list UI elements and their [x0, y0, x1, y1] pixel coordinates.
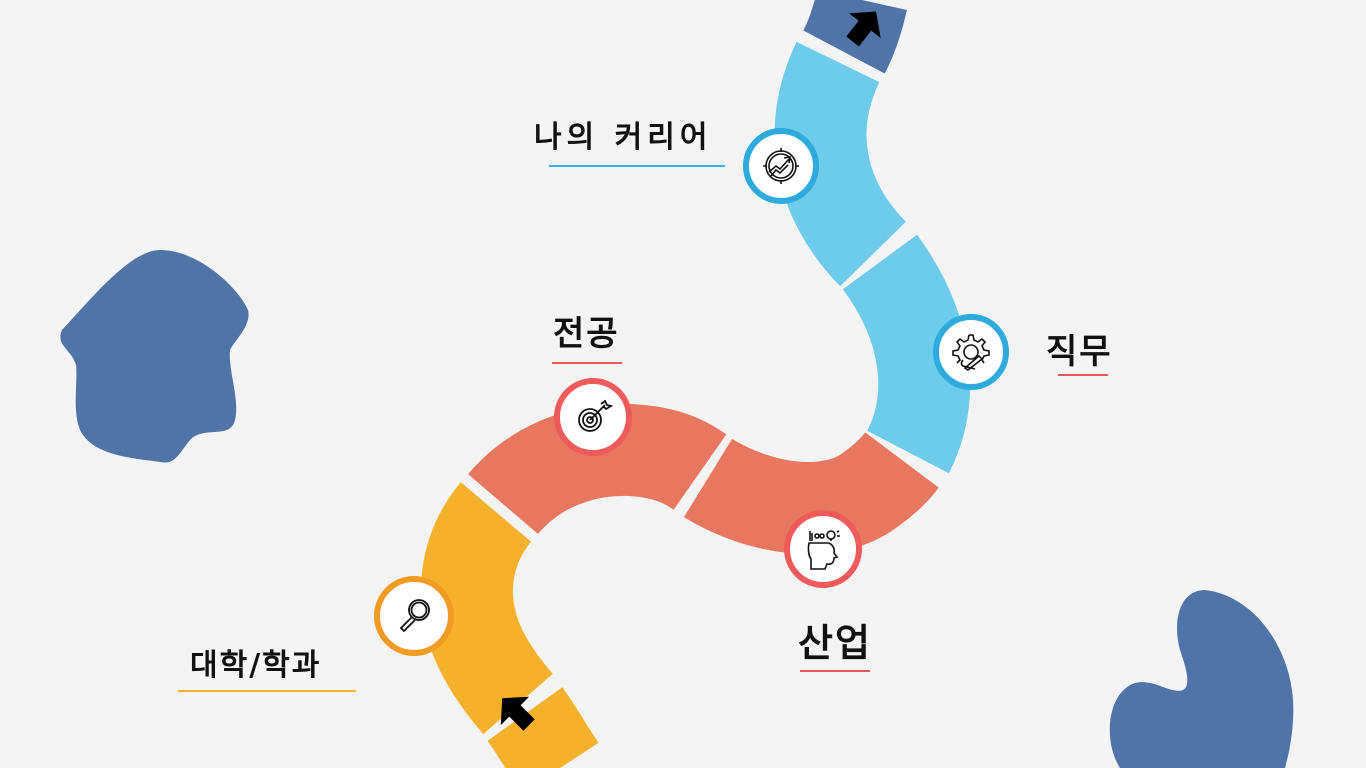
gear-tools-icon — [952, 334, 990, 371]
decorative-blob-left — [60, 250, 249, 463]
arrow-up-right-icon — [846, 11, 881, 47]
label-job: 직무 — [1046, 332, 1113, 372]
underline-job — [1058, 374, 1108, 376]
road-segment-blue-2 — [774, 41, 907, 287]
arrow-up-left-icon — [500, 696, 535, 731]
decorative-blob-right — [1109, 590, 1294, 768]
milestone-node-university[interactable] — [374, 576, 454, 656]
underline-career — [549, 165, 725, 167]
label-university: 대학/학과 — [190, 648, 322, 683]
road-segment-yellow — [420, 482, 554, 735]
underline-major — [552, 362, 622, 364]
label-major: 전공 — [553, 314, 620, 354]
underline-university — [178, 690, 356, 692]
milestone-node-job[interactable] — [933, 314, 1009, 390]
target-dart-icon — [578, 399, 613, 432]
milestone-node-career[interactable] — [743, 128, 819, 204]
road-segment-blue-1 — [842, 234, 971, 474]
label-career: 나의 커리어 — [534, 120, 713, 155]
head-ideas-icon — [807, 530, 840, 570]
milestone-node-industry[interactable] — [784, 510, 862, 588]
underline-industry — [800, 670, 870, 672]
growth-target-icon — [763, 148, 799, 184]
milestone-node-major[interactable] — [554, 378, 632, 456]
road-segment-coral-2 — [683, 431, 939, 554]
magnifier-icon — [399, 599, 430, 633]
road-segment-coral-1 — [468, 404, 727, 536]
label-industry: 산업 — [798, 621, 872, 665]
